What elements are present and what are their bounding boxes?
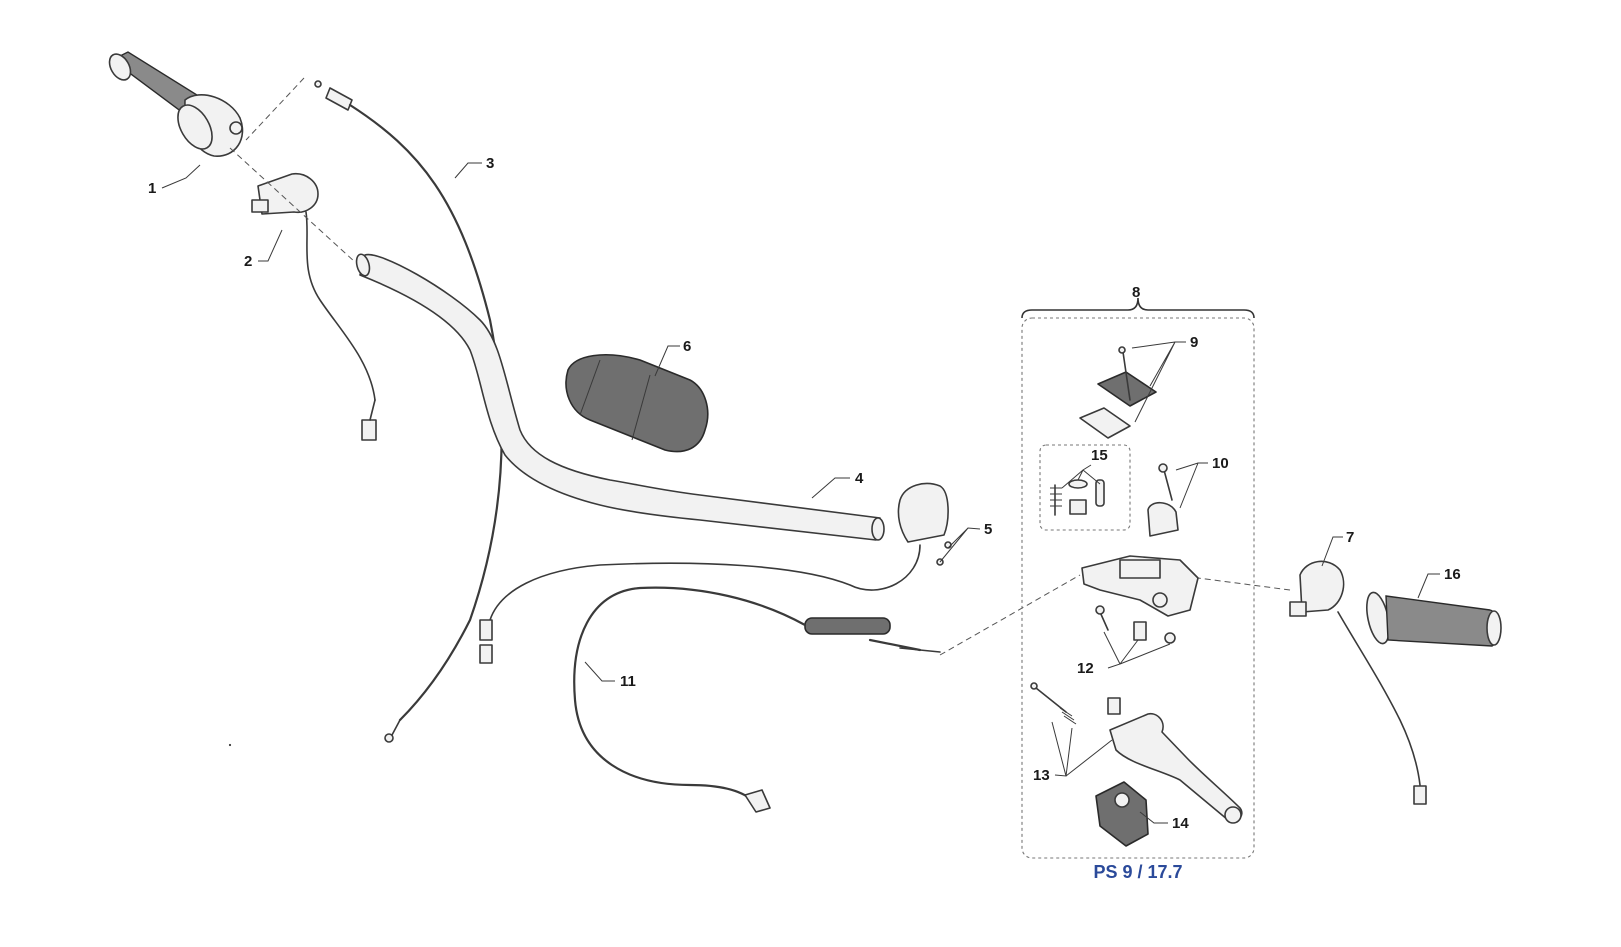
throttle-grip [108, 51, 244, 157]
master-cylinder-group-box [1021, 317, 1255, 859]
assembly-line-bar-left [229, 147, 356, 263]
callout-3: 3 [486, 155, 494, 172]
callout-5: 5 [984, 521, 992, 538]
callout-11: 11 [620, 673, 636, 690]
group-bracket [1021, 297, 1255, 319]
lever-adjuster [1095, 781, 1149, 847]
master-cylinder-body [1081, 555, 1199, 617]
callout-14: 14 [1172, 815, 1189, 832]
clutch-cable [228, 586, 941, 813]
callout-8: 8 [1132, 284, 1140, 301]
callout-1: 1 [148, 180, 156, 197]
right-switch-block [479, 482, 952, 664]
right-switch-assembly [1289, 560, 1427, 805]
clutch-lever [1030, 682, 1243, 824]
callout-6: 6 [683, 338, 691, 355]
callout-7: 7 [1346, 529, 1354, 546]
master-cylinder-kit [1039, 444, 1131, 531]
left-switch-assembly [251, 172, 377, 441]
callout-10: 10 [1212, 455, 1229, 472]
callout-12: 12 [1077, 660, 1094, 677]
clamp-bolts [1095, 605, 1176, 644]
page-reference-label: PS 9 / 17.7 [1093, 862, 1182, 882]
right-grip [1366, 591, 1502, 647]
assembly-line-clutch [939, 574, 1081, 656]
callout-15: 15 [1091, 447, 1108, 464]
handlebar-pad [565, 354, 709, 453]
clamp [1147, 463, 1179, 537]
leader-lines [161, 162, 1440, 824]
reservoir-cap-kit [1079, 346, 1157, 439]
callout-13: 13 [1033, 767, 1050, 784]
handlebar [355, 253, 885, 541]
callout-16: 16 [1444, 566, 1461, 583]
callout-2: 2 [244, 253, 252, 270]
callout-9: 9 [1190, 334, 1198, 351]
throttle-cable [314, 80, 503, 743]
callout-4: 4 [855, 470, 864, 487]
assembly-line-throttle [245, 77, 305, 141]
